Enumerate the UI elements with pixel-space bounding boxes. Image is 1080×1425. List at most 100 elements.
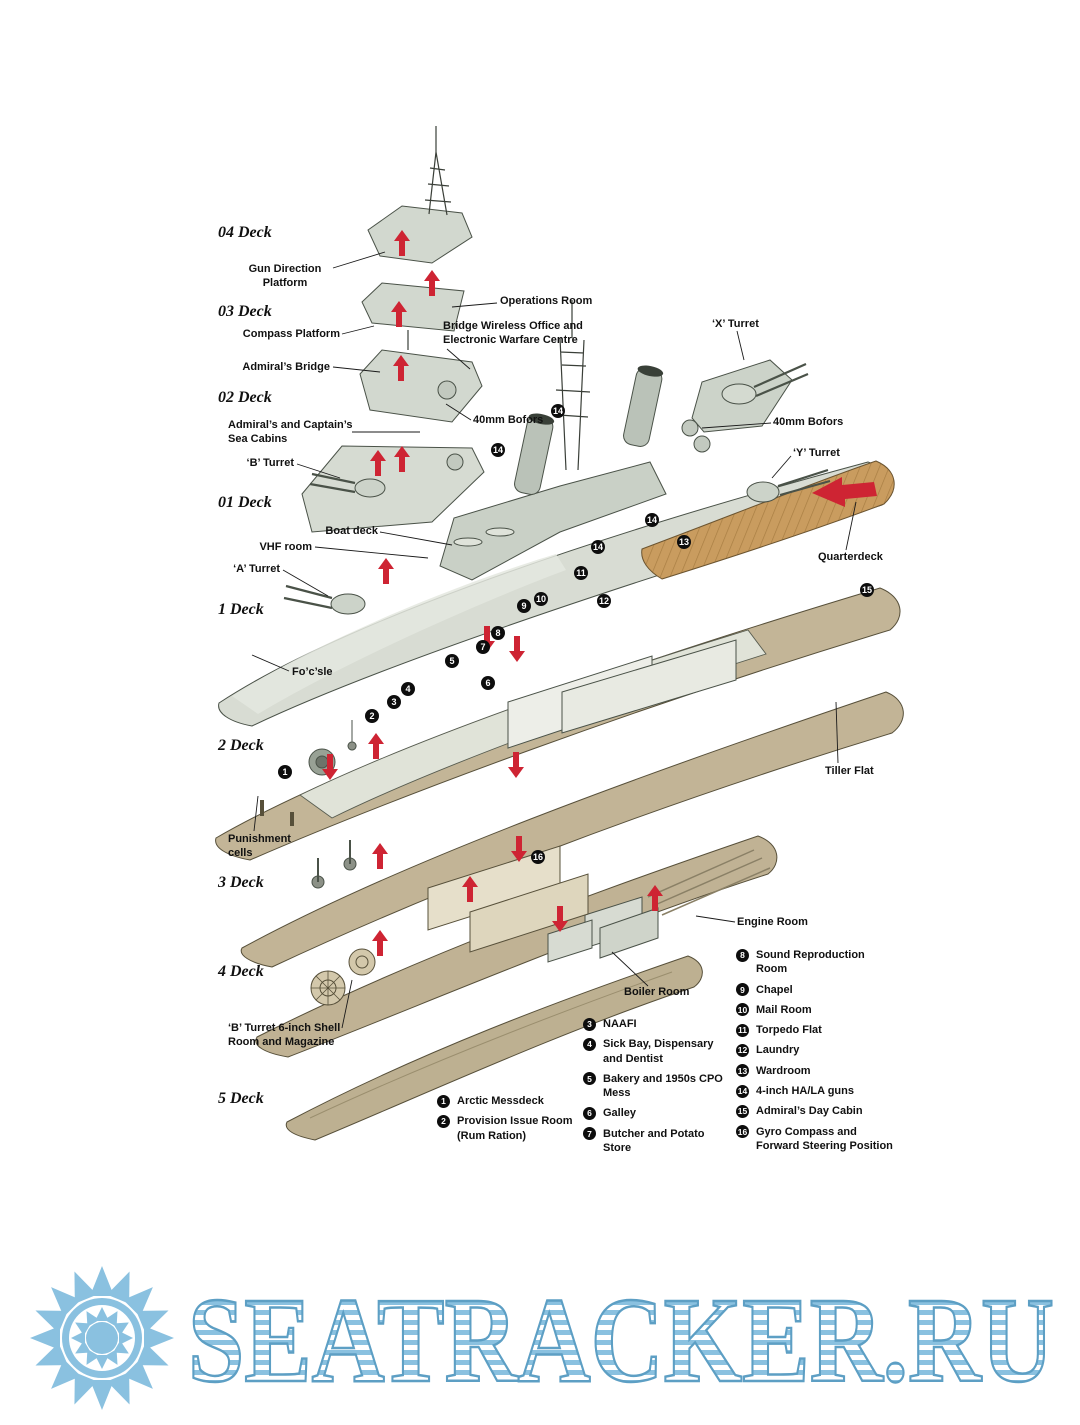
legend-item-3: 3 NAAFI bbox=[583, 1017, 735, 1031]
legend-label-3: NAAFI bbox=[603, 1018, 637, 1030]
diagram-marker-14b: 14 bbox=[491, 443, 505, 457]
diagram-marker-8: 8 bbox=[491, 626, 505, 640]
legend-marker-8: 8 bbox=[736, 948, 749, 962]
legend-marker-11: 11 bbox=[736, 1023, 749, 1037]
deck-label-4: 4 Deck bbox=[218, 963, 264, 980]
deck-label-3: 3 Deck bbox=[218, 874, 264, 891]
legend-marker-2: 2 bbox=[437, 1114, 450, 1128]
callout-quarterdeck: Quarterdeck bbox=[818, 551, 883, 563]
legend-column-2: 3 NAAFI 4 Sick Bay, Dispensary and Denti… bbox=[583, 1017, 735, 1155]
y-turret bbox=[746, 468, 831, 503]
legend-label-13: Wardroom bbox=[756, 1064, 811, 1077]
diagram-marker-4: 4 bbox=[401, 682, 415, 696]
midship-superstructure bbox=[439, 461, 667, 581]
callout-compass-platform: Compass Platform bbox=[242, 328, 340, 340]
legend-label-2: Provision Issue Room (Rum Ration) bbox=[457, 1115, 573, 1142]
legend-column-1: 1 Arctic Messdeck 2 Provision Issue Room… bbox=[437, 1094, 587, 1143]
callout-boat-deck: Boat deck bbox=[325, 525, 378, 537]
callout-tiller-flat: Tiller Flat bbox=[825, 765, 874, 777]
piece-01-deck bbox=[301, 445, 485, 533]
legend-item-14: 14 4-inch HA/LA guns bbox=[736, 1084, 896, 1098]
callout-y-turret: ‘Y’ Turret bbox=[793, 447, 840, 459]
bofors-mount bbox=[437, 380, 457, 400]
diagram-marker-2: 2 bbox=[365, 709, 379, 723]
diagram-marker-6: 6 bbox=[481, 676, 495, 690]
legend-marker-1: 1 bbox=[437, 1094, 450, 1108]
bofors-mount bbox=[446, 453, 464, 471]
deck-label-2: 2 Deck bbox=[218, 737, 264, 754]
legend-item-15: 15 Admiral’s Day Cabin bbox=[736, 1104, 896, 1118]
b-turret bbox=[354, 478, 386, 498]
callout-b-turret-shell-room: ‘B’ Turret 6-inch Shell Room and Magazin… bbox=[228, 1022, 341, 1048]
legend-marker-5: 5 bbox=[583, 1072, 596, 1086]
diagram-marker-5: 5 bbox=[445, 654, 459, 668]
diagram-marker-13: 13 bbox=[677, 535, 691, 549]
legend-marker-14: 14 bbox=[736, 1084, 749, 1098]
legend-marker-16: 16 bbox=[736, 1125, 749, 1139]
callout-operations-room: Operations Room bbox=[500, 295, 593, 307]
callout-boiler-room: Boiler Room bbox=[624, 986, 690, 998]
callout-bofors-right: 40mm Bofors bbox=[773, 416, 844, 428]
legend-label-16: Gyro Compass and Forward Steering Positi… bbox=[756, 1125, 893, 1152]
legend-label-1: Arctic Messdeck bbox=[457, 1095, 544, 1107]
callout-a-turret: ‘A’ Turret bbox=[233, 563, 280, 575]
diagram-marker-14a: 14 bbox=[551, 404, 565, 418]
diagram-marker-1: 1 bbox=[278, 765, 292, 779]
legend-item-9: 9 Chapel bbox=[736, 983, 896, 997]
piece-03-deck bbox=[361, 282, 465, 332]
deck-label-01: 01 Deck bbox=[218, 494, 272, 511]
legend-item-5: 5 Bakery and 1950s CPO Mess bbox=[583, 1072, 735, 1101]
x-turret bbox=[691, 359, 809, 433]
legend-label-4: Sick Bay, Dispensary and Dentist bbox=[603, 1038, 714, 1065]
legend-item-7: 7 Butcher and Potato Store bbox=[583, 1127, 735, 1156]
legend-marker-3: 3 bbox=[583, 1017, 596, 1031]
legend-label-6: Galley bbox=[603, 1107, 637, 1120]
deck-5-hull bbox=[285, 955, 703, 1141]
legend-label-12: Laundry bbox=[756, 1044, 800, 1057]
diagram-marker-9: 9 bbox=[517, 599, 531, 613]
legend-marker-13: 13 bbox=[736, 1064, 749, 1078]
legend-marker-12: 12 bbox=[736, 1043, 749, 1057]
diagram-marker-11: 11 bbox=[574, 566, 588, 580]
callout-punishment-cells: Punishment cells bbox=[228, 833, 291, 859]
a-turret bbox=[283, 584, 366, 615]
legend-marker-9: 9 bbox=[736, 983, 749, 997]
legend-label-9: Chapel bbox=[756, 983, 793, 996]
callout-admirals-bridge: Admiral’s Bridge bbox=[242, 361, 330, 373]
deck-label-02: 02 Deck bbox=[218, 389, 272, 406]
callout-admirals-captains-cabins: Admiral’s and Captain’s Sea Cabins bbox=[228, 419, 353, 445]
legend-label-10: Mail Room bbox=[756, 1003, 812, 1016]
legend-item-4: 4 Sick Bay, Dispensary and Dentist bbox=[583, 1037, 735, 1066]
lattice-mainmast bbox=[555, 300, 591, 471]
bofors-mount bbox=[693, 435, 711, 453]
deck-label-5: 5 Deck bbox=[218, 1090, 264, 1107]
diagram-marker-12: 12 bbox=[597, 594, 611, 608]
legend-item-8: 8 Sound Reproduction Room bbox=[736, 948, 896, 977]
callout-bofors-left: 40mm Bofors bbox=[473, 414, 544, 426]
deck-label-03: 03 Deck bbox=[218, 303, 272, 320]
legend-label-11: Torpedo Flat bbox=[756, 1024, 822, 1037]
legend-marker-7: 7 bbox=[583, 1127, 596, 1141]
legend-marker-6: 6 bbox=[583, 1106, 596, 1120]
foremast-lattice bbox=[424, 126, 452, 216]
legend-item-1: 1 Arctic Messdeck bbox=[437, 1094, 587, 1108]
forward-funnel bbox=[514, 413, 555, 495]
diagram-marker-7: 7 bbox=[476, 640, 490, 654]
legend-label-8: Sound Reproduction Room bbox=[756, 949, 865, 976]
deck-3-hull bbox=[240, 691, 904, 968]
diagram-marker-10: 10 bbox=[534, 592, 548, 606]
legend-item-12: 12 Laundry bbox=[736, 1043, 896, 1057]
deck-label-04: 04 Deck bbox=[218, 224, 272, 241]
callout-engine-room: Engine Room bbox=[737, 916, 808, 928]
legend-label-15: Admiral’s Day Cabin bbox=[756, 1105, 863, 1118]
bofors-mount bbox=[681, 419, 699, 437]
aft-funnel bbox=[623, 365, 664, 447]
legend-label-5: Bakery and 1950s CPO Mess bbox=[603, 1072, 723, 1100]
legend-item-13: 13 Wardroom bbox=[736, 1064, 896, 1078]
callout-focsle: Fo’c’sle bbox=[292, 666, 333, 678]
leader-lines bbox=[251, 251, 857, 1029]
piece-02-deck bbox=[359, 330, 483, 423]
callout-vhf-room: VHF room bbox=[259, 541, 312, 553]
